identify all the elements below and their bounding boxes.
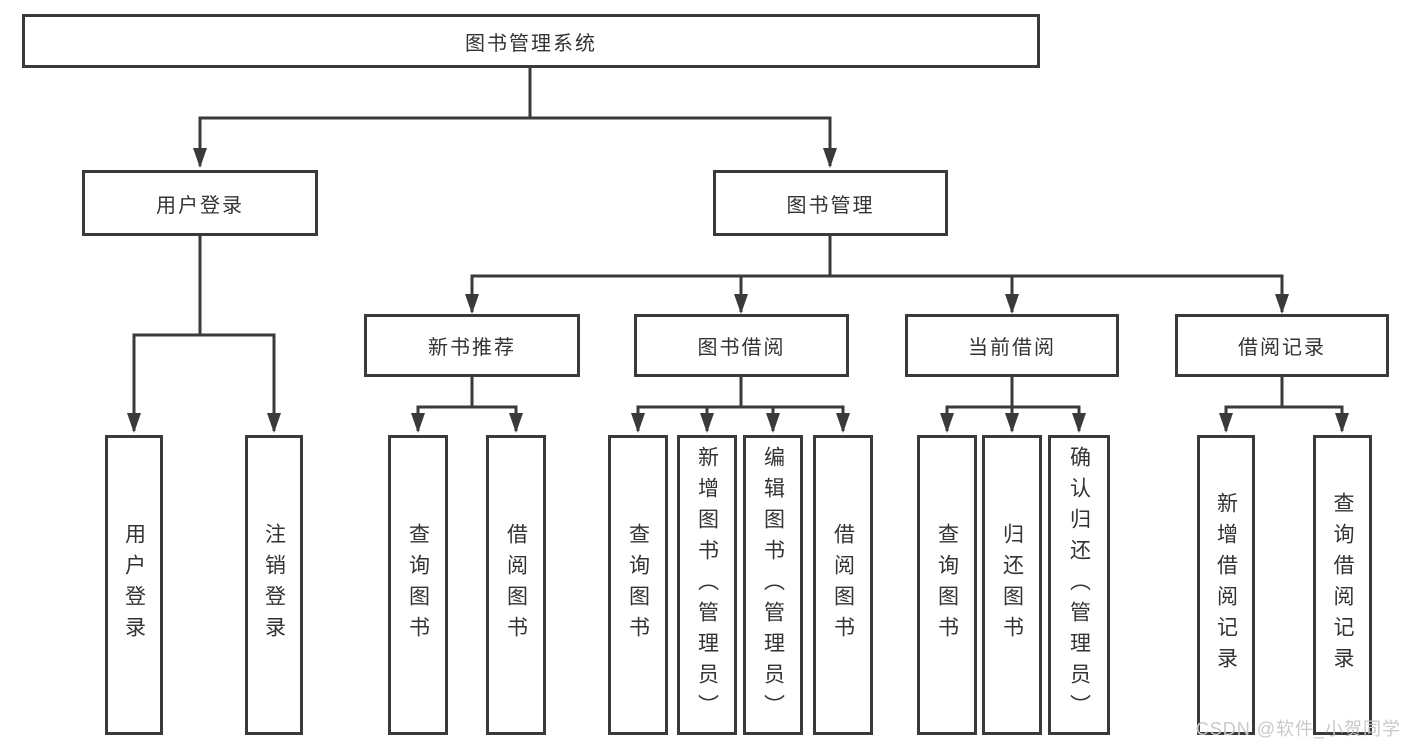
edge-userlogin-to-leaves (132, 236, 276, 431)
node-label: 查询图书 (935, 523, 959, 647)
node-label: 查询图书 (406, 523, 430, 647)
node-label: 图书管理系统 (465, 32, 597, 55)
edge-current-to-leaves (945, 377, 1081, 431)
node-label: 新书推荐 (428, 337, 516, 359)
node-label: 归还图书 (1000, 523, 1024, 647)
edge-root-to-level2 (198, 68, 832, 166)
node-user-login: 用户登录 (82, 170, 318, 236)
node-label: 新增借阅记录 (1214, 492, 1238, 678)
leaf-confirm-return-admin: 确认归还（管理员） (1048, 435, 1110, 735)
edge-newbook-to-leaves (416, 377, 518, 431)
node-label: 查询图书 (626, 523, 650, 647)
node-label: 用户登录 (156, 194, 244, 217)
edge-borrow-to-leaves (636, 377, 845, 431)
leaf-query-borrow-record: 查询借阅记录 (1313, 435, 1372, 735)
node-label: 图书管理 (786, 194, 875, 217)
leaf-borrow-books: 借阅图书 (813, 435, 873, 735)
node-label: 借阅图书 (831, 523, 855, 647)
node-book-borrowing: 图书借阅 (634, 314, 849, 377)
node-label: 借阅记录 (1238, 337, 1326, 359)
leaf-add-borrow-record: 新增借阅记录 (1197, 435, 1255, 735)
node-current-borrowing: 当前借阅 (905, 314, 1119, 377)
leaf-query-books-recommend: 查询图书 (388, 435, 448, 735)
leaf-borrow-books-recommend: 借阅图书 (486, 435, 546, 735)
node-label: 确认归还（管理员） (1067, 445, 1091, 725)
node-label: 编辑图书（管理员） (761, 445, 785, 725)
watermark-text: CSDN @软件_小贺同学 (1195, 719, 1401, 739)
edge-records-to-leaves (1224, 377, 1344, 431)
node-label: 用户登录 (122, 523, 146, 647)
leaf-logout: 注销登录 (245, 435, 303, 735)
node-label: 新增图书（管理员） (695, 445, 719, 725)
node-label: 图书借阅 (697, 337, 786, 359)
node-library-system: 图书管理系统 (22, 14, 1040, 68)
node-label: 查询借阅记录 (1331, 492, 1354, 678)
node-label: 注销登录 (262, 523, 286, 647)
node-label: 当前借阅 (968, 337, 1056, 359)
node-borrowing-records: 借阅记录 (1175, 314, 1389, 377)
leaf-query-books-current: 查询图书 (917, 435, 977, 735)
leaf-return-book: 归还图书 (982, 435, 1042, 735)
node-book-management: 图书管理 (713, 170, 948, 236)
node-label: 借阅图书 (504, 523, 528, 647)
node-new-book-recommend: 新书推荐 (364, 314, 580, 377)
edge-bookmgmt-to-level3 (470, 236, 1284, 312)
leaf-user-login: 用户登录 (105, 435, 163, 735)
leaf-add-book-admin: 新增图书（管理员） (677, 435, 737, 735)
leaf-edit-book-admin: 编辑图书（管理员） (743, 435, 803, 735)
leaf-query-books-borrow: 查询图书 (608, 435, 668, 735)
